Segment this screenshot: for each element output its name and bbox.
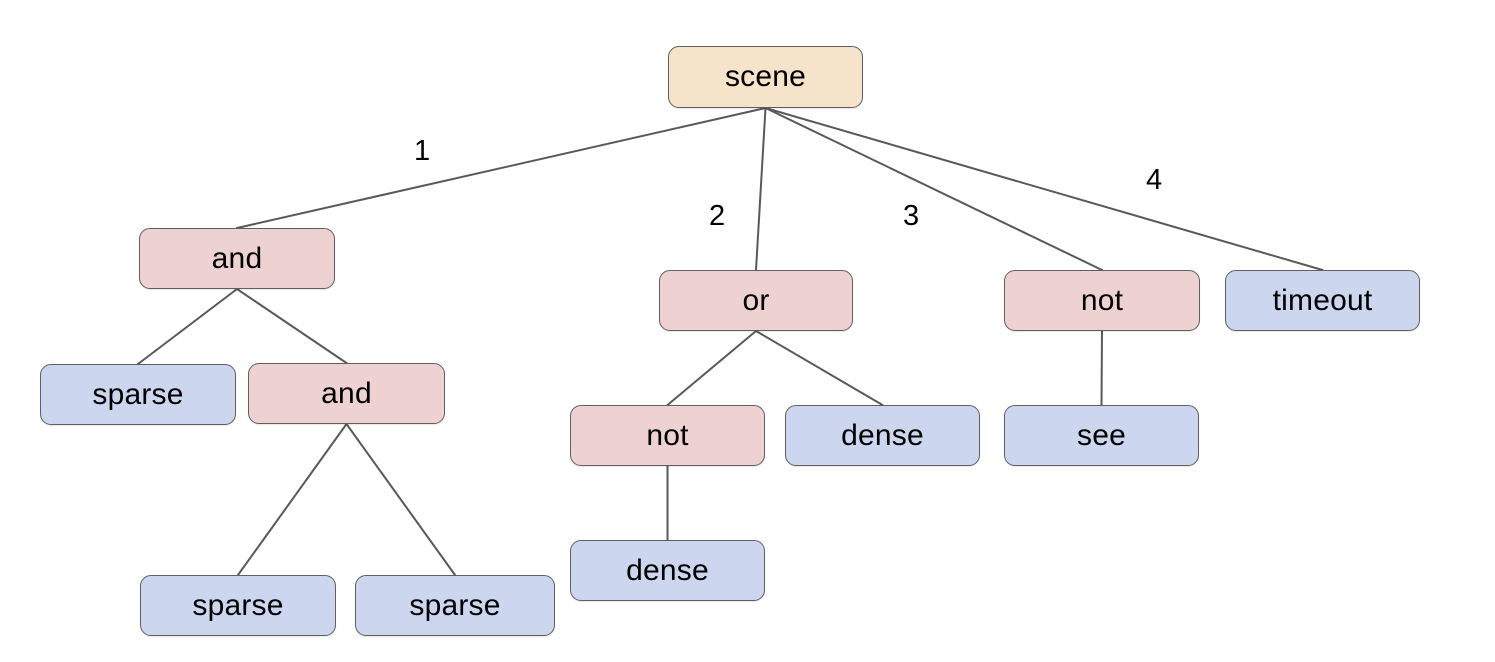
tree-edge-or1-to-dense1 (755, 330, 884, 406)
tree-node-label: not (1080, 283, 1124, 317)
tree-node-label: not (646, 418, 689, 452)
tree-node-label: sparse (192, 588, 284, 622)
tree-edge-not3-to-see (1100, 330, 1103, 406)
tree-node-scene[interactable]: scene (668, 46, 863, 108)
tree-edge-and1-to-and2 (236, 288, 348, 364)
tree-edge-scene-to-not3 (764, 107, 1103, 271)
tree-node-or1[interactable]: or (659, 270, 853, 331)
tree-node-label: dense (841, 418, 924, 452)
tree-node-label: dense (626, 553, 709, 587)
tree-edge-or1-to-not2 (666, 330, 757, 406)
edge-label-4: 4 (1146, 164, 1163, 196)
tree-node-label: sparse (92, 377, 184, 411)
tree-node-and2[interactable]: and (248, 363, 445, 424)
tree-node-not2[interactable]: not (570, 405, 765, 466)
tree-node-dense2[interactable]: dense (570, 540, 765, 601)
edge-label-1: 1 (414, 135, 431, 167)
tree-node-dense1[interactable]: dense (785, 405, 980, 466)
tree-node-label: and (321, 376, 372, 410)
edge-label-2: 2 (709, 200, 726, 232)
tree-node-sparse3[interactable]: sparse (355, 575, 555, 636)
tree-node-and1[interactable]: and (139, 228, 335, 289)
tree-node-see[interactable]: see (1004, 405, 1199, 466)
tree-node-label: sparse (409, 588, 501, 622)
tree-edge-scene-to-or1 (755, 107, 767, 271)
tree-node-not3[interactable]: not (1004, 270, 1200, 331)
tree-edge-scene-to-timeout (764, 107, 1324, 271)
tree-node-label: scene (724, 60, 807, 93)
tree-edge-and2-to-sparse2 (237, 423, 348, 576)
tree-edge-scene-to-and1 (236, 107, 767, 229)
tree-node-label: and (211, 241, 263, 275)
tree-edge-and1-to-sparse1 (137, 288, 238, 365)
tree-node-sparse1[interactable]: sparse (40, 364, 236, 425)
tree-edge-and2-to-sparse3 (345, 423, 456, 576)
tree-node-timeout[interactable]: timeout (1225, 270, 1420, 331)
tree-node-label: timeout (1272, 283, 1373, 317)
tree-node-sparse2[interactable]: sparse (140, 575, 336, 636)
tree-node-label: see (1077, 418, 1126, 452)
edge-label-3: 3 (903, 200, 920, 232)
tree-node-label: or (742, 283, 770, 317)
